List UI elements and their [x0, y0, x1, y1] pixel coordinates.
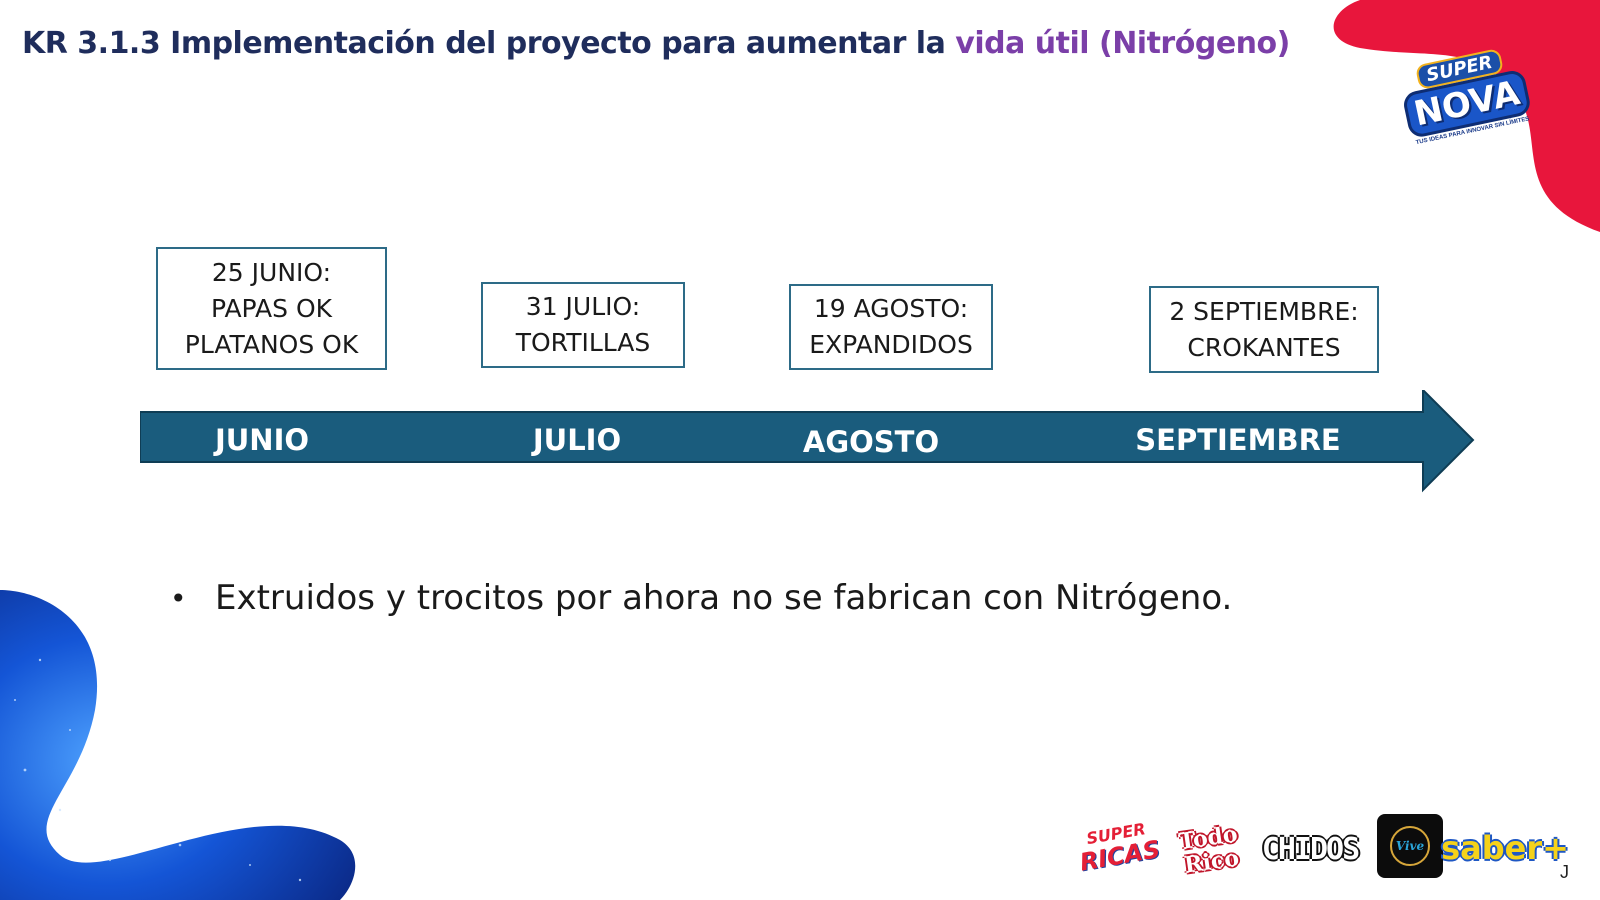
event-box-agosto: 19 AGOSTO: EXPANDIDOS	[789, 284, 993, 370]
event-line: CROKANTES	[1187, 332, 1341, 362]
slide-title-highlight: vida útil (Nitrógeno)	[955, 26, 1290, 61]
bullet-item: • Extruidos y trocitos por ahora no se f…	[170, 578, 1232, 618]
slide-title: KR 3.1.3 Implementación del proyecto par…	[22, 26, 1290, 61]
decorative-corner-red	[1333, 0, 1600, 232]
saber-plus-logo: saber+	[1441, 826, 1569, 870]
event-line: TORTILLAS	[515, 328, 651, 357]
bullet-text: Extruidos y trocitos por ahora no se fab…	[215, 578, 1233, 618]
event-line: EXPANDIDOS	[809, 330, 973, 359]
brand-text: CHIDOS	[1261, 831, 1360, 867]
event-box-julio: 31 JULIO: TORTILLAS	[481, 282, 685, 368]
slide-title-main: KR 3.1.3 Implementación del proyecto par…	[22, 26, 956, 61]
event-line: 25 JUNIO:	[211, 257, 332, 287]
event-line: 2 SEPTIEMBRE:	[1169, 296, 1359, 326]
vive-ring-icon: Vive	[1390, 826, 1430, 866]
chidos-logo: CHIDOS	[1261, 826, 1360, 872]
todo-rico-logo: Todo Rico	[1166, 815, 1254, 886]
corner-mark: J	[1560, 862, 1569, 882]
bullet-dot-icon: •	[170, 581, 187, 615]
event-box-junio: 25 JUNIO: PAPAS OK PLATANOS OK	[156, 247, 387, 370]
event-line: PLATANOS OK	[184, 329, 359, 359]
month-label-septiembre: SEPTIEMBRE	[1135, 423, 1341, 457]
event-line: PAPAS OK	[210, 293, 333, 323]
event-box-septiembre: 2 SEPTIEMBRE: CROKANTES	[1149, 286, 1379, 373]
event-line: 19 AGOSTO:	[813, 294, 969, 323]
brand-text: saber+	[1441, 829, 1569, 867]
brand-text: Vive	[1395, 839, 1425, 853]
vive-logo: Vive	[1377, 814, 1443, 878]
month-label-julio: JULIO	[532, 423, 622, 457]
event-line: 31 JULIO:	[525, 292, 641, 321]
month-label-agosto: AGOSTO	[802, 425, 940, 459]
super-ricas-logo: SUPER RICAS	[1068, 808, 1167, 883]
month-label-junio: JUNIO	[214, 423, 310, 457]
timeline-arrow	[140, 390, 1475, 493]
decorative-corner-blue	[0, 590, 356, 900]
brand-text: Rico	[1182, 845, 1241, 879]
